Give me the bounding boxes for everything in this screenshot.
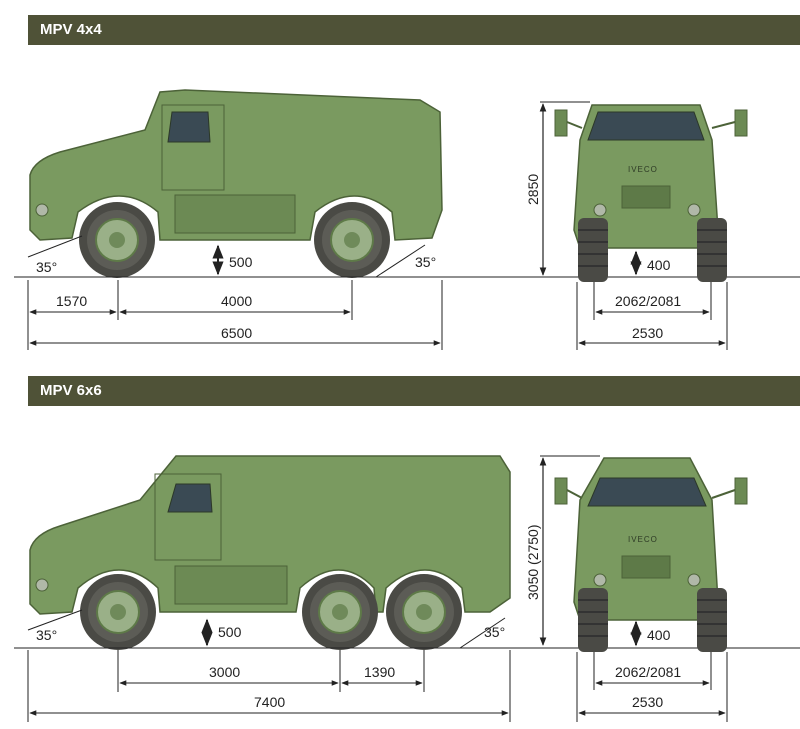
vehicle-body-4x4 [29,89,443,241]
front-view-4x4: IVECO [554,104,748,283]
ground-clearance-6x6: 500 [218,624,242,640]
overall-length-4x4: 6500 [221,325,252,341]
wheelbase1-6x6: 3000 [209,664,240,680]
brand-mark-4x4: IVECO [628,165,658,174]
front-wheel-right-4x4 [696,217,728,283]
door-outline-6x6 [154,473,222,561]
headlight-left-6x6 [593,573,607,587]
mirror-right-6x6 [734,477,748,505]
width-4x4: 2530 [632,325,663,341]
headlight-left-4x4 [593,203,607,217]
front-wheel-left-4x4 [577,217,609,283]
mirror-left-6x6 [554,477,568,505]
headlight-right-4x4 [687,203,701,217]
section-header-mpv-4x4: MPV 4x4 [28,15,800,45]
front-windshield-6x6 [587,477,707,507]
storage-box-4x4 [174,194,296,234]
side-view-6x6 [29,455,511,651]
track-4x4: 2062/2081 [615,293,681,309]
front-wheel-6x6 [79,573,157,651]
section-header-mpv-6x6: MPV 6x6 [28,376,800,406]
rear-wheel-6x6 [385,573,463,651]
departure-line-6x6 [459,617,506,649]
side-view-4x4 [29,89,443,279]
front-clearance-6x6: 400 [647,627,671,643]
middle-wheel-6x6 [301,573,379,651]
ground-clearance-4x4: 500 [229,254,253,270]
height-4x4: 2850 [525,174,541,205]
overall-length-6x6: 7400 [254,694,285,710]
front-overhang-4x4: 1570 [56,293,87,309]
rear-wheel-4x4 [313,201,391,279]
wheelbase-4x4: 4000 [221,293,252,309]
door-outline-4x4 [161,104,225,191]
grille-6x6 [621,555,671,579]
storage-box-6x6 [174,565,288,605]
mirror-right-4x4 [734,109,748,137]
approach-angle-4x4: 35° [36,259,57,275]
departure-angle-4x4: 35° [415,254,436,270]
track-6x6: 2062/2081 [615,664,681,680]
vehicle-body-6x6 [29,455,511,615]
headlight-4x4 [35,203,49,217]
approach-line-6x6 [27,609,83,631]
cab-window-6x6 [167,483,213,513]
front-view-6x6: IVECO [554,457,748,653]
front-clearance-4x4: 400 [647,257,671,273]
approach-line-4x4 [27,235,83,258]
brand-mark-6x6: IVECO [628,535,658,544]
cab-window-4x4 [167,111,211,143]
front-wheel-4x4 [78,201,156,279]
mirror-left-4x4 [554,109,568,137]
front-wheel-right-6x6 [696,587,728,653]
headlight-right-6x6 [687,573,701,587]
approach-angle-6x6: 35° [36,627,57,643]
height-6x6: 3050 (2750) [525,524,541,600]
headlight-6x6 [35,578,49,592]
front-wheel-left-6x6 [577,587,609,653]
grille-4x4 [621,185,671,209]
front-windshield-4x4 [587,111,705,141]
wheelbase2-6x6: 1390 [364,664,395,680]
departure-line-4x4 [375,244,426,278]
departure-angle-6x6: 35° [484,624,505,640]
width-6x6: 2530 [632,694,663,710]
